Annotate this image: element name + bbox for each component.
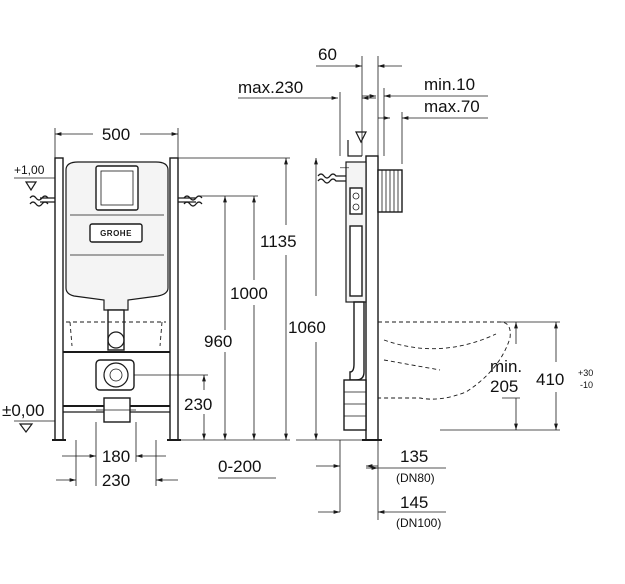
- width-500-label: 500: [102, 125, 130, 144]
- front-width-dims: 180 230: [56, 422, 178, 490]
- cistern: GROHE: [65, 161, 169, 423]
- min10-label: min.10: [424, 75, 475, 94]
- front-view: 500 GROHE: [2, 125, 297, 490]
- height-410-label: 410: [536, 370, 564, 389]
- dim-135-145: 135 (DN80) 145 (DN100): [318, 440, 446, 530]
- dim-width-500: 500: [54, 125, 179, 158]
- dim-60-label: 60: [318, 45, 337, 64]
- tolerance-minus: -10: [580, 380, 593, 390]
- width-180-label: 180: [102, 447, 130, 466]
- side-top-dims: 60 max.230 min.10 max.70: [238, 45, 488, 164]
- height-230-label: 230: [184, 395, 212, 414]
- svg-text:—: —: [340, 162, 349, 172]
- max70-label: max.70: [424, 97, 480, 116]
- dim-0-200: 0-200: [218, 440, 378, 512]
- height-1135-label: 1135: [260, 232, 297, 251]
- height-1000-label: 1000: [230, 284, 268, 303]
- dim-135-label: 135: [400, 447, 428, 466]
- width-230-label: 230: [102, 471, 130, 490]
- grohe-logo: GROHE: [100, 229, 132, 238]
- min205-label: 205: [490, 377, 518, 396]
- height-960-label: 960: [204, 332, 232, 351]
- dn80-label: (DN80): [396, 471, 435, 485]
- dim-min205-410: min. 205 410 +30 -10: [440, 321, 593, 431]
- level-floor-label: ±0,00: [2, 401, 44, 420]
- min-label: min.: [490, 357, 522, 376]
- side-frame: —: [317, 131, 403, 441]
- tolerance-plus: +30: [578, 368, 593, 378]
- dim-1060: 1060: [288, 158, 362, 441]
- max230-label: max.230: [238, 78, 303, 97]
- side-view: 60 max.230 min.10 max.70: [218, 45, 593, 530]
- wc-bowl-outline: [378, 321, 511, 400]
- level-top-label: +1,00: [14, 163, 45, 177]
- range-0-200-label: 0-200: [218, 457, 261, 476]
- front-height-dims: 1135 1000 960 230: [134, 157, 297, 441]
- height-1060-label: 1060: [288, 318, 326, 337]
- dn100-label: (DN100): [396, 516, 441, 530]
- level-markers: +1,00 ±0,00: [2, 163, 55, 433]
- dim-145-label: 145: [400, 493, 428, 512]
- water-inlet-symbols: [29, 195, 203, 207]
